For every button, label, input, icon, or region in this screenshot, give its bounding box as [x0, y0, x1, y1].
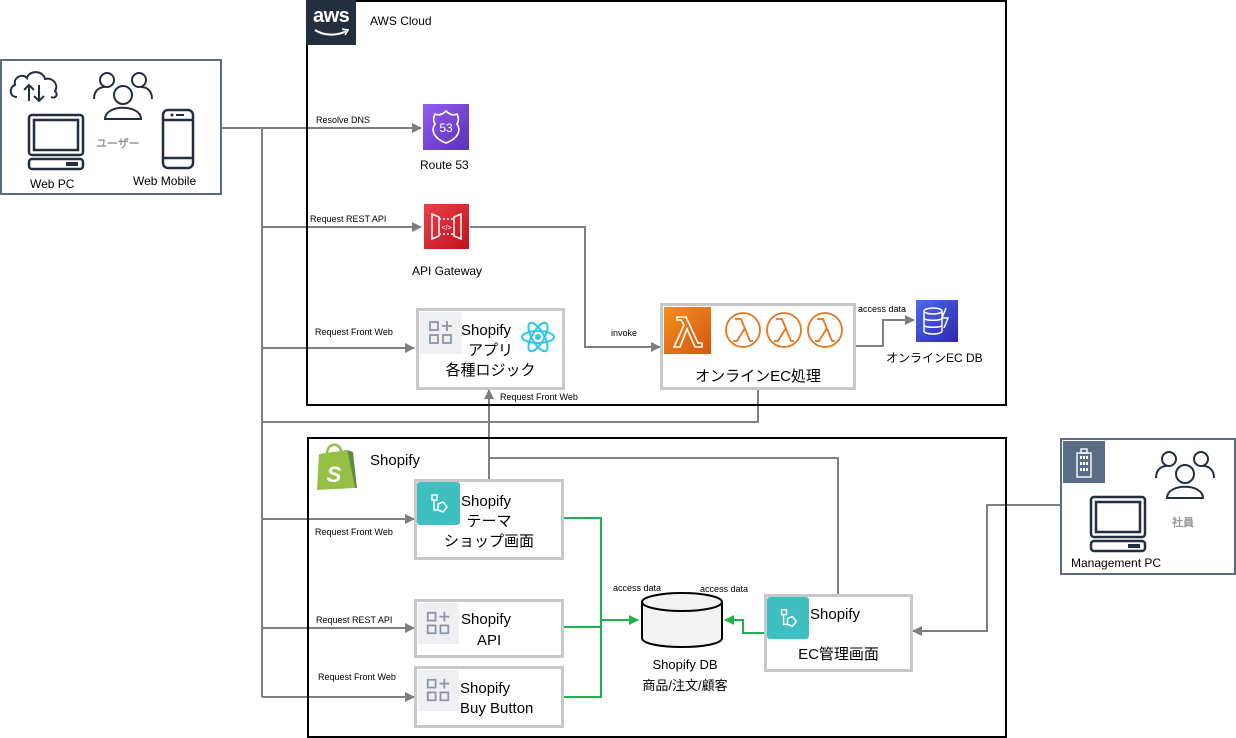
shopify-app-node[interactable]: Shopify アプリ 各種ロジック [416, 308, 565, 390]
theme-line3: ショップ画面 [443, 533, 534, 550]
wire-client-trunk [222, 127, 263, 697]
clients-group: ユーザー Web PC Web Mobile [0, 59, 222, 195]
user-label: ユーザー [96, 138, 140, 150]
wire-lambda-to-trunk [262, 389, 759, 423]
aws-cloud-title: AWS Cloud [370, 14, 432, 28]
edge-label-request-front-web-up: Request Front Web [500, 392, 578, 402]
aws-smile-icon [314, 28, 350, 36]
web-mobile-label: Web Mobile [133, 174, 197, 188]
svg-text:53: 53 [439, 121, 453, 135]
web-pc-label: Web PC [30, 177, 75, 191]
shopify-admin-tag-icon [431, 494, 448, 513]
aws-logo: aws [306, 0, 356, 45]
office-building-icon [1076, 448, 1092, 478]
buy-line2: Buy Button [460, 700, 534, 717]
api-line2: API [477, 632, 502, 649]
shopify-admin-tag-icon [780, 608, 798, 628]
lambda-group-label: オンラインEC処理 [695, 368, 821, 385]
shopify-app-line1: Shopify [461, 322, 512, 339]
dynamodb-icon [923, 307, 950, 335]
route53-label: Route 53 [420, 158, 469, 172]
shopify-bag-icon: S [317, 443, 357, 490]
app-grid-icon [426, 678, 450, 702]
wire-management [912, 504, 1060, 636]
route53-node[interactable]: 53 [423, 104, 469, 150]
edge-label-invoke: invoke [611, 328, 638, 338]
buy-line1: Shopify [460, 680, 511, 697]
management-group: 社員 Management PC [1060, 438, 1236, 575]
shopify-db-node[interactable] [640, 592, 724, 650]
desktop-pc-icon [27, 113, 85, 171]
api-line1: Shopify [461, 611, 512, 628]
buy-grid-icon-bg [418, 670, 459, 711]
wire-invoke [470, 226, 661, 352]
lambda-main-icon-bg [664, 307, 711, 354]
staff-users-icon [1155, 451, 1215, 499]
cloud-sync-icon [9, 71, 58, 103]
lambda-icon [672, 316, 703, 348]
shopify-theme-node[interactable]: Shopify テーマ ショップ画面 [414, 479, 564, 560]
route53-shield-icon: 53 [432, 109, 460, 144]
react-icon [521, 321, 555, 353]
shopify-group-title: Shopify [370, 452, 421, 469]
corporate-icon-bg [1063, 441, 1105, 483]
online-db-node[interactable] [916, 300, 958, 342]
aws-cloud-group [306, 0, 1007, 406]
theme-line1: Shopify [461, 493, 512, 510]
lambda-functions-icons [725, 312, 843, 348]
edge-label-access-data-left: access data [613, 583, 662, 593]
app-grid-icon-bg [420, 312, 462, 354]
admin-line1: Shopify [810, 606, 861, 623]
shopify-app-line2: アプリ [467, 342, 513, 359]
shopify-api-node[interactable]: Shopify API [414, 599, 564, 658]
shopify-app-line3: 各種ロジック [445, 362, 536, 379]
management-pc-label: Management PC [1071, 556, 1162, 570]
api-gateway-icon: </> [431, 212, 462, 241]
aws-logo-text: aws [313, 5, 350, 27]
admin-line2: EC管理画面 [798, 646, 879, 663]
edge-label-request-front-web-app: Request Front Web [315, 327, 393, 337]
shopify-db-line1: Shopify DB [652, 657, 718, 672]
edge-label-resolve-dns: Resolve DNS [316, 115, 371, 125]
shopify-db-line2: 商品/注文/顧客 [642, 678, 728, 693]
wire-green-admin-to-db [724, 615, 764, 634]
app-grid-icon [429, 321, 452, 344]
edge-label-access-online-db: access data [858, 304, 907, 314]
edge-label-request-rest-api-shopify: Request REST API [316, 615, 393, 625]
online-db-label: オンラインEC DB [886, 351, 983, 365]
lambda-group-node[interactable]: オンラインEC処理 [660, 303, 856, 390]
edge-label-access-data-right: access data [700, 584, 749, 594]
users-icon [93, 72, 153, 120]
api-gateway-node[interactable]: </> [424, 204, 469, 249]
svg-text:S: S [327, 462, 342, 487]
wire-green-theme [564, 517, 602, 698]
staff-label: 社員 [1172, 517, 1194, 529]
svg-text:</>: </> [441, 225, 451, 232]
management-pc-icon [1089, 495, 1147, 553]
theme-icon-bg [417, 482, 460, 525]
shopify-buy-button-node[interactable]: Shopify Buy Button [414, 666, 564, 728]
shopify-group [307, 437, 1007, 738]
shopify-admin-node[interactable]: Shopify EC管理画面 [764, 594, 913, 672]
edge-label-request-front-web-buy: Request Front Web [318, 672, 396, 682]
app-grid-icon [426, 611, 450, 635]
mobile-phone-icon [161, 108, 195, 170]
api-grid-icon-bg [418, 603, 459, 644]
edge-label-request-front-web-theme: Request Front Web [315, 527, 393, 537]
wire-access-online-db [856, 315, 915, 347]
edge-label-request-rest-api: Request REST API [310, 214, 387, 224]
wire-admin-up [489, 457, 839, 594]
admin-icon-bg [767, 597, 809, 639]
theme-line2: テーマ [466, 513, 512, 530]
api-gateway-label: API Gateway [412, 264, 483, 278]
